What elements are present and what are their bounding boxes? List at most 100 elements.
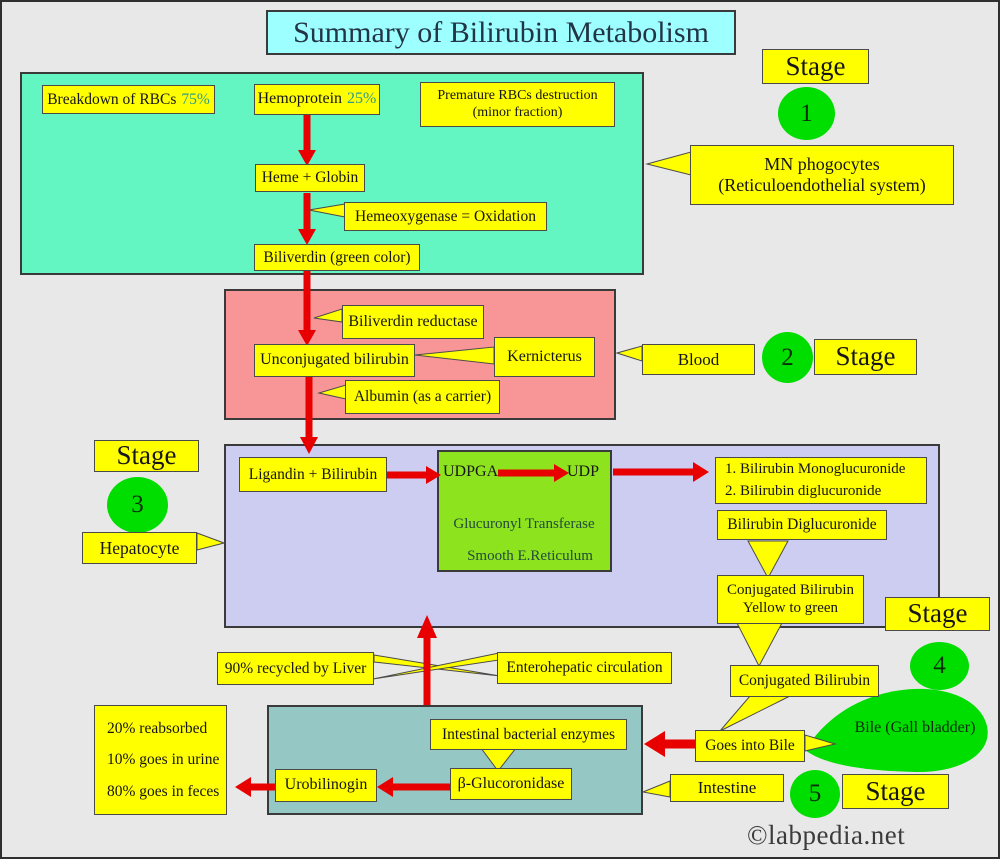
stage-number: 5 [808, 780, 822, 807]
intestine-callout: Intestine [670, 774, 784, 802]
stage3-number-circle: 3 [107, 477, 168, 533]
mn-phagocytes-tail [645, 151, 692, 176]
hemoprotein-text: Hemoprotein [257, 90, 343, 108]
intestinal-enzymes-text: Intestinal bacterial enzymes [441, 725, 615, 743]
goes-into-bile-text: Goes into Bile [705, 737, 795, 755]
labpedia-watermark: ©labpedia.net [747, 820, 905, 851]
intestinal-enzymes-callout: Intestinal bacterial enzymes [430, 719, 627, 750]
stage3-label: Stage [94, 440, 199, 472]
fate-reabsorbed: 20% reabsorbed [107, 719, 208, 737]
arrow-head [554, 464, 569, 482]
ligandin-text: Ligandin + Bilirubin [248, 465, 378, 483]
watermark-text: ©labpedia.net [747, 820, 906, 850]
udp-text: UDP [567, 463, 600, 480]
stage1-number-circle: 1 [778, 87, 835, 140]
arrow-head [300, 437, 318, 454]
hemeoxygenase-tail [308, 203, 346, 218]
mn-line2: (Reticuloendothelial system) [718, 175, 926, 195]
premature-rbcs-box: Premature RBCs destruction (minor fracti… [420, 82, 615, 127]
stage-word: Stage [907, 598, 968, 629]
hepatocyte-text: Hepatocyte [99, 537, 180, 558]
stage-word: Stage [116, 440, 177, 471]
heme-globin-box: Heme + Globin [255, 164, 365, 192]
arrow-head [235, 777, 251, 797]
premature-line1: Premature RBCs destruction [437, 88, 598, 104]
urobilinogen-fates-box: 20% reabsorbed 10% goes in urine 80% goe… [94, 705, 227, 815]
hepatocyte-tail [196, 532, 226, 551]
enterohepatic-tail [372, 652, 500, 680]
beta-glucoronidase-text: β-Glucoronidase [457, 774, 565, 792]
bilirubin-diglucuronide-callout: Bilirubin Diglucuronide [717, 510, 887, 540]
arrow-head [644, 731, 665, 757]
stage4-label: Stage [885, 597, 990, 631]
stage4-number-circle: 4 [910, 642, 969, 690]
recycled-text: 90% recycled by Liver [224, 659, 367, 677]
stage-word: Stage [835, 341, 896, 372]
arrow-head [693, 462, 709, 482]
arrow-head [417, 615, 437, 638]
arrow-head [298, 150, 316, 166]
hemeoxygenase-text: Hemeoxygenase = Oxidation [355, 207, 536, 225]
arrow-head [426, 466, 441, 484]
stage5-number-circle: 5 [790, 770, 840, 818]
unconjugated-bilirubin-box: Unconjugated bilirubin [254, 344, 415, 377]
smooth-er-text: Smooth E.Reticulum [467, 548, 593, 564]
smooth-er-region [437, 450, 612, 572]
stage2-label: Stage [814, 339, 917, 375]
arrow-head [298, 229, 316, 245]
blood-tail [615, 345, 643, 362]
bilirubin-diglucuronide-text: Bilirubin Diglucuronide [727, 516, 877, 534]
premature-line2: (minor fraction) [472, 104, 563, 120]
heme-globin-text: Heme + Globin [261, 169, 359, 187]
albumin-text: Albumin (as a carrier) [353, 388, 492, 406]
unconjugated-text: Unconjugated bilirubin [260, 351, 409, 369]
conjugated-bilirubin-tail [719, 695, 791, 732]
hemoprotein-percent: 25% [347, 90, 377, 108]
products-line2: 2. Bilirubin diglucuronide [725, 482, 882, 499]
biliverdin-reductase-text: Biliverdin reductase [348, 312, 478, 330]
diagram-title-text: Summary of Bilirubin Metabolism [293, 15, 709, 49]
intestine-text: Intestine [697, 778, 757, 798]
conjugated-line1: Conjugated Bilirubin [726, 582, 855, 599]
kernicterus-wedge [414, 346, 495, 365]
gall-bladder-shape [805, 688, 988, 773]
blood-callout: Blood [642, 344, 755, 375]
enterohepatic-callout: Enterohepatic circulation [497, 652, 672, 684]
biliverdin-reductase-tail [313, 308, 343, 323]
diagram-title: Summary of Bilirubin Metabolism [266, 10, 736, 55]
goes-into-bile-box: Goes into Bile [695, 730, 805, 762]
biliverdin-text: Biliverdin (green color) [263, 248, 411, 266]
hemoprotein-box: Hemoprotein 25% [254, 84, 380, 115]
stage-number: 2 [781, 343, 794, 371]
biliverdin-reductase-callout: Biliverdin reductase [342, 305, 484, 339]
glucuronide-products-box: 1. Bilirubin Monoglucuronide 2. Bilirubi… [715, 457, 927, 504]
beta-glucoronidase-box: β-Glucoronidase [450, 768, 572, 800]
ligandin-bilirubin-box: Ligandin + Bilirubin [239, 457, 387, 492]
hepatocyte-callout: Hepatocyte [82, 532, 197, 564]
urobilinogin-text: Urobilinogin [284, 776, 368, 794]
bile-gall-bladder-label: Bile (Gall bladder) [835, 719, 995, 737]
arrow-head [377, 777, 393, 797]
stage-number: 1 [800, 99, 813, 127]
stage-word: Stage [785, 50, 846, 81]
albumin-callout: Albumin (as a carrier) [345, 380, 500, 414]
mn-line1: MN phogocytes [764, 154, 880, 175]
conjugated-line2: Yellow to green [742, 599, 839, 616]
kernicterus-box: Kernicterus [494, 337, 595, 377]
glucuronyl-transferase-text: Glucuronyl Transferase [453, 516, 595, 532]
bile-text: Bile (Gall bladder) [854, 719, 976, 736]
diglucuronide-tail [747, 540, 789, 580]
mn-phagocytes-callout: MN phogocytes (Reticuloendothelial syste… [690, 145, 954, 205]
biliverdin-box: Biliverdin (green color) [254, 244, 420, 271]
udpga-text: UDPGA [443, 463, 499, 480]
urobilinogin-box: Urobilinogin [275, 769, 377, 802]
products-line1: 1. Bilirubin Monoglucuronide [725, 460, 906, 477]
breakdown-percent: 75% [181, 90, 210, 108]
stage2-number-circle: 2 [762, 332, 813, 383]
breakdown-rbcs-box: Breakdown of RBCs 75% [42, 85, 215, 114]
stage1-label: Stage [762, 49, 869, 84]
breakdown-text: Breakdown of RBCs [47, 90, 177, 108]
conjugated-bilirubin-box: Conjugated Bilirubin [730, 665, 879, 697]
